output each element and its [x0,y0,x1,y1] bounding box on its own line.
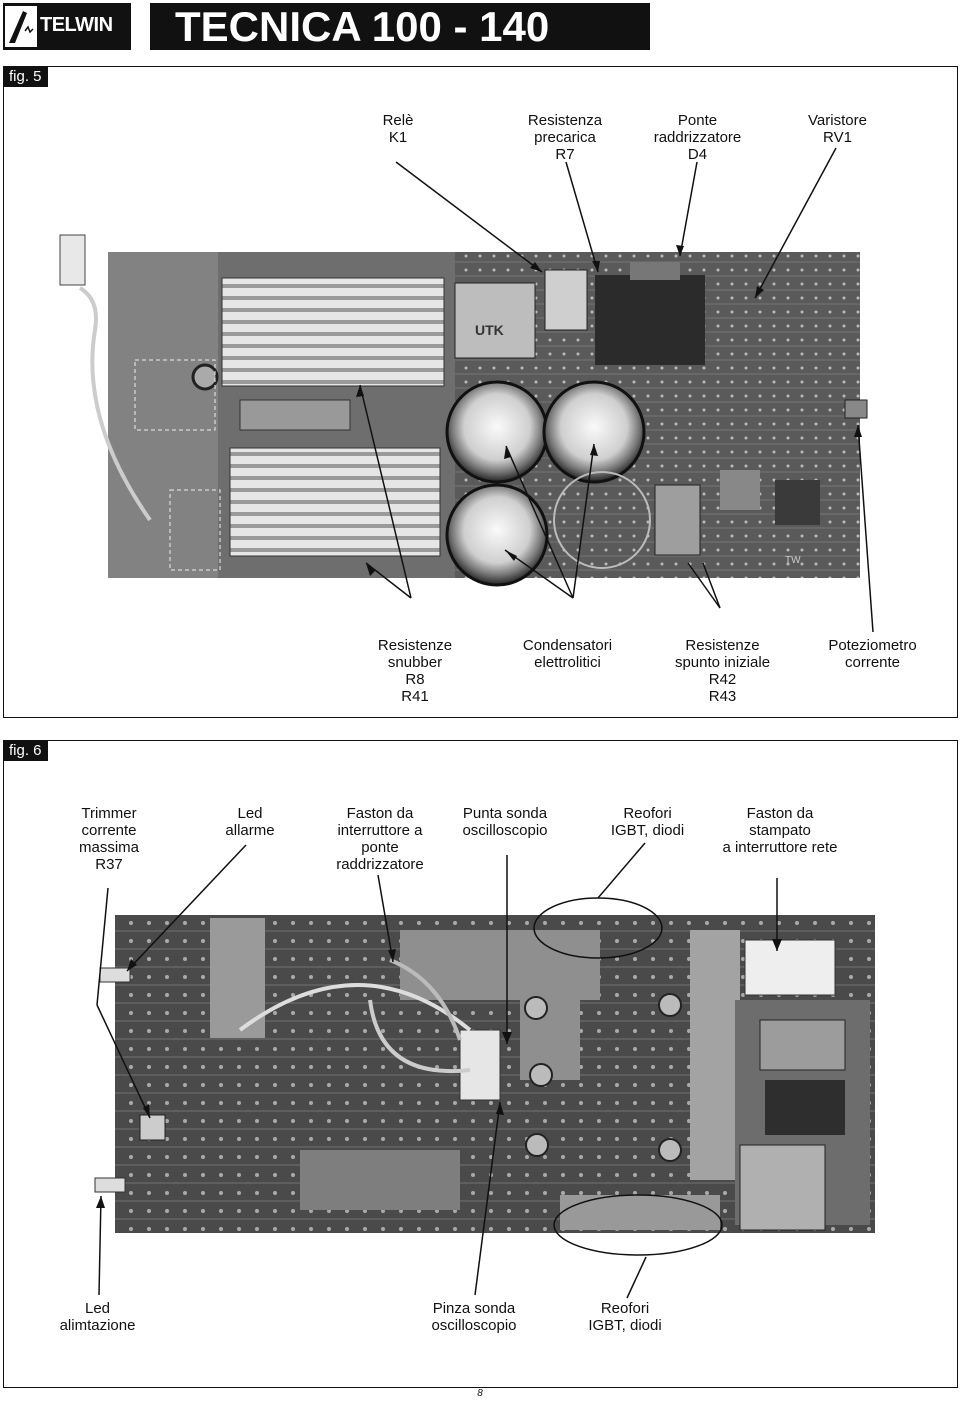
figure-6-tag: fig. 6 [3,740,48,761]
label-pinza-sonda: Pinza sonda oscilloscopio [431,1300,517,1334]
label-led-allarme: Led allarme [225,805,275,839]
title-bar [150,3,650,50]
label-trimmer: Trimmer corrente massima R37 [78,805,139,873]
label-condensatori: Condensatori elettrolitici [522,637,613,671]
logo [3,3,131,50]
label-resistenza-precarica: Resistenza precarica R7 [527,112,603,163]
brand-name: TELWIN [40,14,113,36]
label-faston-ponte: Faston da interruttore a ponte raddrizza… [336,805,424,873]
label-faston-stampato: Faston da stampato a interruttore rete [722,805,838,856]
label-ponte-raddrizzatore: Ponte raddrizzatore D4 [653,112,742,163]
label-reofori-bottom: Reofori IGBT, diodi [588,1300,662,1334]
label-led-alimentazione: Led alimtazione [59,1300,136,1334]
page-title: TECNICA 100 - 140 [175,3,550,50]
welder-logo-icon [5,6,37,47]
figure-6-frame [3,740,958,1388]
label-potenziometro: Poteziometro corrente [828,637,917,671]
label-reofori-top: Reofori IGBT, diodi [610,805,685,839]
label-punta-sonda: Punta sonda oscilloscopio [462,805,548,839]
page-number: 8 [477,1388,483,1399]
label-rele-k1: Relè K1 [382,112,414,146]
figure-5-frame [3,66,958,718]
label-resistenze-spunto: Resistenze spunto iniziale R42 R43 [674,637,771,705]
figure-5-tag: fig. 5 [3,66,48,87]
label-varistore: Varistore RV1 [808,112,867,146]
label-resistenze-snubber: Resistenze snubber R8 R41 [377,637,453,705]
